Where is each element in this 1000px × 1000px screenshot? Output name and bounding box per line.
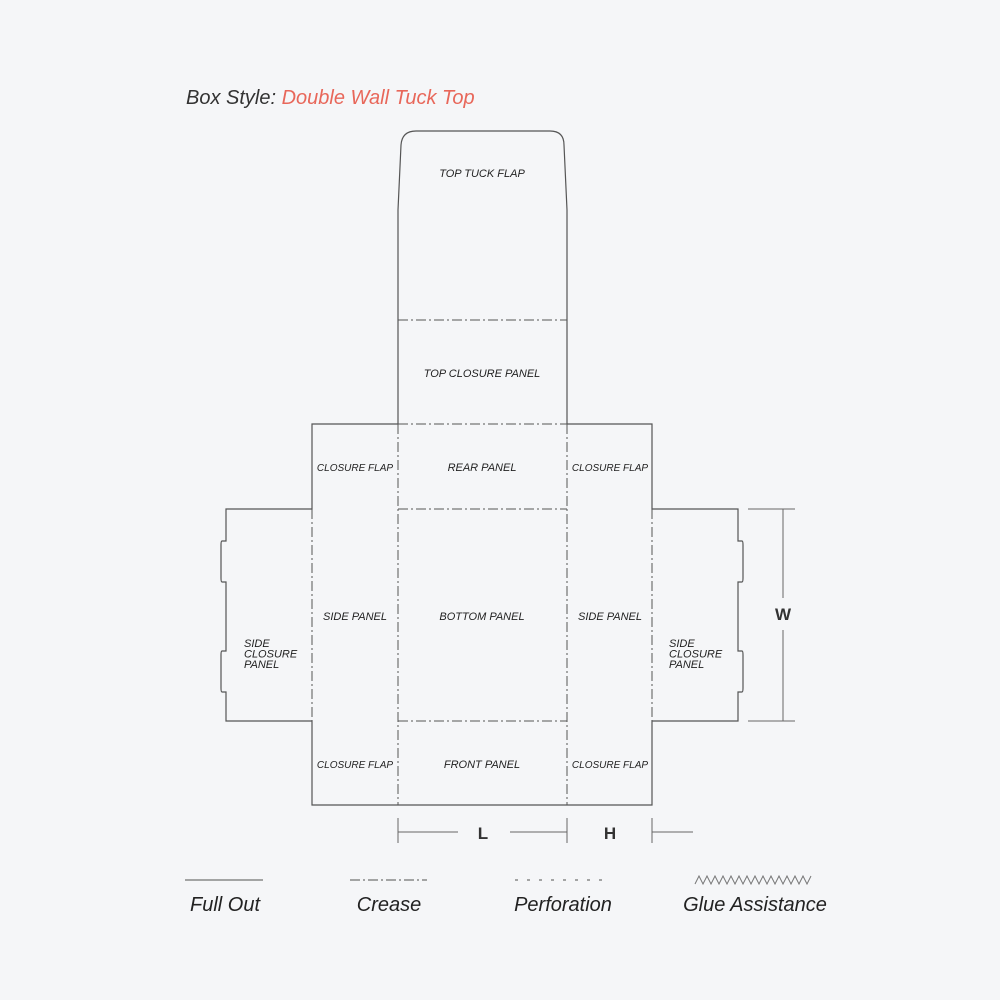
dimension-lines — [397, 508, 795, 843]
legend-label-glue-assistance: Glue Assistance — [683, 894, 827, 916]
front-panel-label: FRONT PANEL — [444, 759, 520, 771]
length-dimension: L — [478, 824, 488, 843]
legend-label-full-out: Full Out — [190, 894, 261, 916]
closure-flap-label: CLOSURE FLAP — [572, 760, 648, 771]
top-closure-panel-label: TOP CLOSURE PANEL — [424, 368, 541, 380]
rear-panel-label: REAR PANEL — [448, 462, 517, 474]
crease-lines — [311, 319, 653, 805]
height-dimension: H — [604, 824, 616, 843]
legend-label-perforation: Perforation — [514, 894, 612, 916]
bottom-panel-label: BOTTOM PANEL — [439, 611, 524, 623]
side-panel-label: SIDE PANEL — [323, 611, 387, 623]
closure-flap-label: CLOSURE FLAP — [317, 760, 393, 771]
box-style-title: Box Style: Double Wall Tuck Top — [186, 87, 475, 109]
legend: Full Out Crease Perforation Glue Assista… — [185, 874, 827, 916]
box-style-name: Double Wall Tuck Top — [282, 87, 475, 109]
closure-flap-label: CLOSURE FLAP — [572, 463, 648, 474]
cut-lines — [220, 130, 744, 806]
width-dimension: W — [775, 605, 792, 624]
legend-label-crease: Crease — [357, 894, 421, 916]
top-tuck-flap-label: TOP TUCK FLAP — [439, 168, 525, 180]
side-panel-label: SIDE PANEL — [578, 611, 642, 623]
legend-swatch-glue-assistance — [694, 874, 812, 886]
closure-flap-label: CLOSURE FLAP — [317, 463, 393, 474]
